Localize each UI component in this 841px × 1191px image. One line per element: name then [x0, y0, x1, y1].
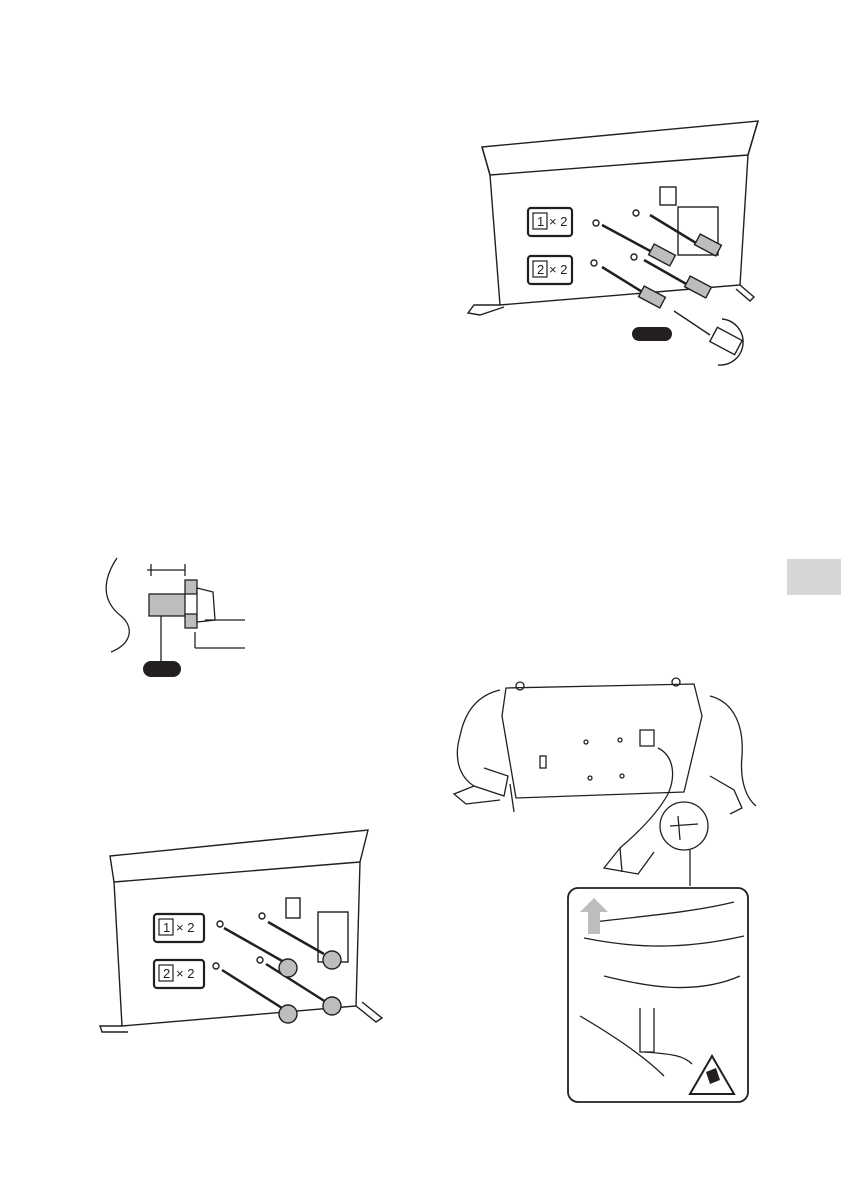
box-label-1: × 2 [549, 214, 567, 229]
cross-section-callout-badge [143, 661, 181, 677]
box-number-1: 1 [163, 920, 170, 935]
section-tab [787, 559, 841, 595]
box-number-2: 2 [163, 966, 170, 981]
tv-back-screw-figure-top: 1 × 2 2 × 2 [460, 115, 760, 375]
box-label-2: × 2 [176, 966, 194, 981]
box-label-2: × 2 [549, 262, 567, 277]
screw-callout-badge [632, 327, 672, 341]
tv-back-screw-figure-bottom: 1 × 2 2 × 2 [98, 826, 388, 1046]
box-number-2: 2 [537, 262, 544, 277]
screw-cross-section-figure [95, 552, 245, 684]
box-label-1: × 2 [176, 920, 194, 935]
box-number-1: 1 [537, 214, 544, 229]
people-lifting-tv-figure [444, 676, 764, 1106]
